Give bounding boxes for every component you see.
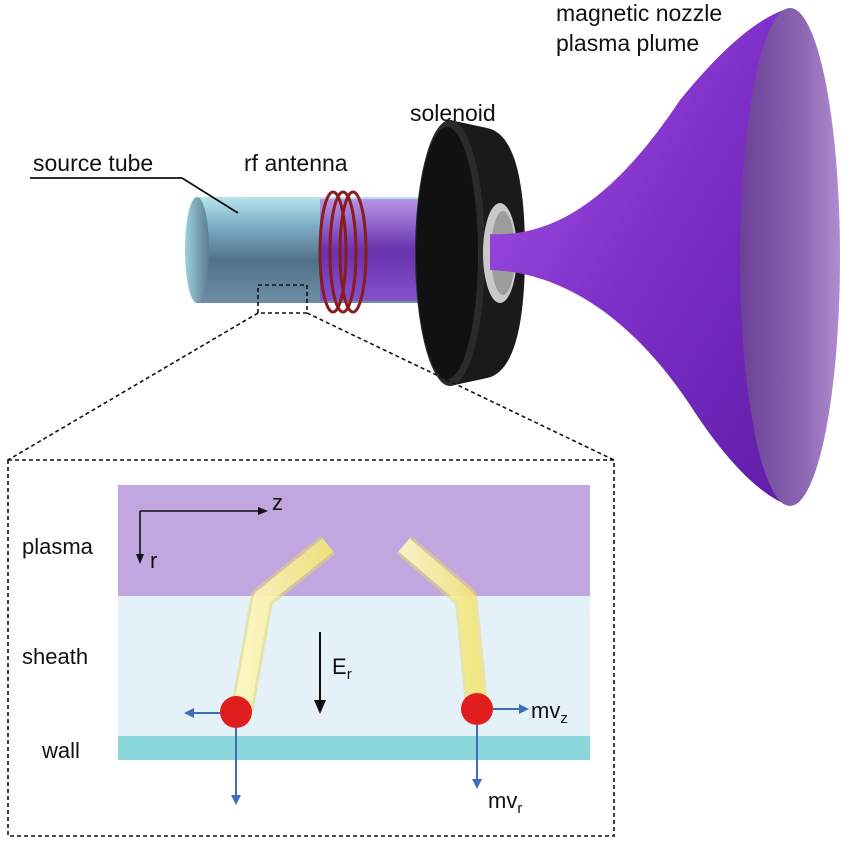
label-plume-line1: magnetic nozzle: [556, 0, 723, 26]
label-sheath: sheath: [22, 644, 89, 669]
label-source-tube: source tube: [33, 150, 154, 176]
zoom-line-right: [306, 312, 615, 461]
label-plasma: plasma: [22, 534, 93, 559]
mvz-subscript: z: [560, 710, 568, 727]
wall-region: [118, 736, 590, 760]
axis-label-r: r: [150, 548, 158, 573]
label-mvr: mvr: [488, 788, 523, 817]
label-mvz: mvz: [531, 698, 568, 727]
label-electric-field: Er: [332, 654, 352, 683]
mvr-subscript: r: [517, 800, 523, 817]
label-plume-line2: plasma plume: [556, 30, 700, 56]
axis-label-z: z: [272, 490, 283, 515]
ion-right: [461, 693, 493, 725]
velocity-arrows-right: [472, 704, 529, 789]
ion-trajectory-right: [396, 536, 489, 710]
solenoid: [415, 120, 525, 386]
source-tube: [185, 197, 426, 303]
label-rf-antenna: rf antenna: [244, 150, 348, 176]
electric-field-arrow: [314, 632, 326, 714]
label-solenoid: solenoid: [410, 100, 496, 126]
plasma-plume: [490, 8, 840, 506]
plasma-region: [118, 485, 590, 596]
field-subscript: r: [346, 666, 352, 683]
inset-frame: [7, 459, 615, 837]
mvz-symbol: mv: [531, 698, 561, 723]
ion-left: [220, 696, 252, 728]
rf-antenna: [318, 190, 368, 314]
ion-trajectory-left: [230, 536, 336, 713]
field-symbol: E: [332, 654, 347, 679]
coordinate-axes: [136, 507, 268, 564]
velocity-arrows-left: [184, 708, 241, 805]
label-wall: wall: [42, 738, 80, 763]
mvr-symbol: mv: [488, 788, 518, 813]
zoom-line-left: [7, 312, 259, 461]
source-tube-pointer-diagonal: [181, 177, 239, 214]
zoom-region-box: [257, 284, 308, 314]
